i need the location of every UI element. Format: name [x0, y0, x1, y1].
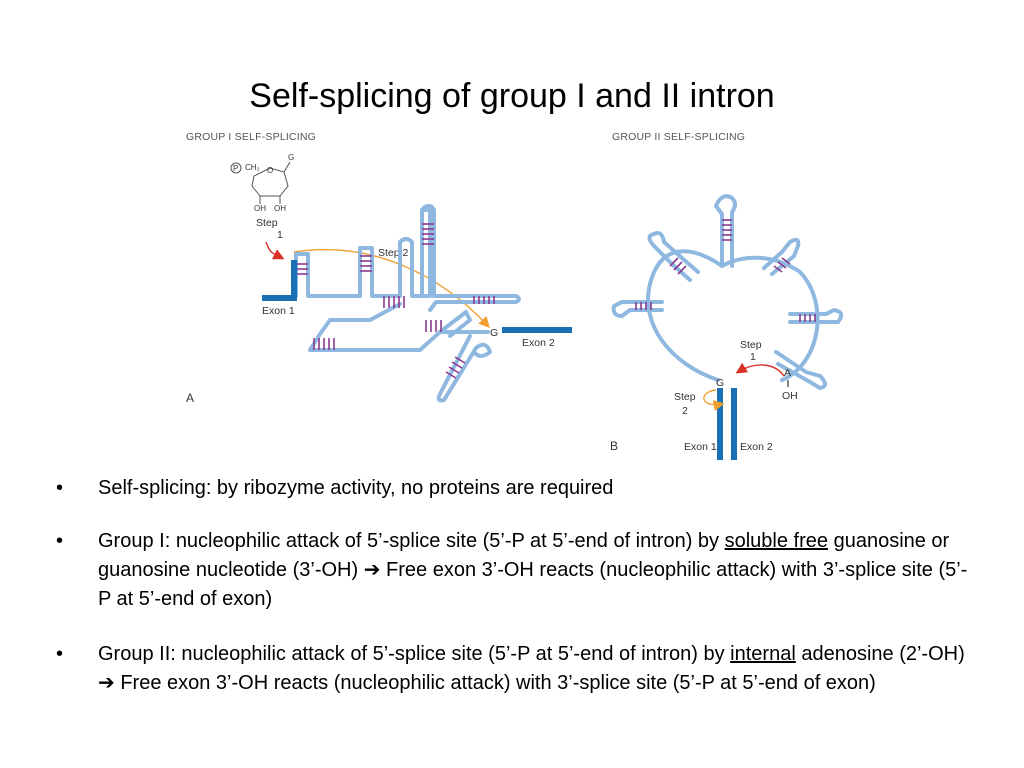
g2-step2-number: 2 [682, 405, 688, 417]
g2-a-site-label: A [784, 367, 791, 379]
panel-b-label: B [610, 439, 618, 453]
g1-hairpin-stem [420, 206, 436, 296]
arrow-icon: ➔ [363, 559, 381, 581]
g2-step2-arrow [703, 389, 725, 412]
bullet-text: Free exon 3’-OH reacts (nucleophilic att… [98, 559, 968, 610]
bullet-text: Free exon 3’-OH reacts (nucleophilic att… [114, 672, 876, 694]
ring-oxygen-label: O [267, 166, 273, 175]
oh-left-label: OH [254, 204, 266, 213]
g1-exon2-label: Exon 2 [522, 337, 555, 349]
arrow-icon: ➔ [98, 672, 115, 694]
bullet-text: guanosine or guanosine nucleotide (3’-OH… [98, 530, 950, 581]
g2-exon2-label: Exon 2 [740, 441, 773, 453]
bullet-item: Self-splicing: by ribozyme activity, no … [56, 474, 976, 503]
guanine-label: G [288, 153, 294, 162]
g1-step1-arrow [265, 241, 285, 260]
panel-a-label: A [186, 391, 194, 405]
bullet-item: Group II: nucleophilic attack of 5’-spli… [56, 640, 976, 698]
phosphate-label: P [233, 164, 238, 173]
g1-step2-label: Step 2 [378, 247, 409, 259]
g2-exon1-label: Exon 1 [684, 441, 717, 453]
g2-step1-label: Step [740, 339, 762, 351]
oh-right-label: OH [274, 204, 286, 213]
g2-step1-number: 1 [750, 351, 756, 363]
group1-basepairs [296, 223, 495, 379]
group2-basepairs [635, 219, 816, 322]
bullet-text: Group I: nucleophilic attack of 5’-splic… [98, 530, 725, 552]
bullet-list: Self-splicing: by ribozyme activity, no … [56, 474, 976, 724]
group2-heading: GROUP II SELF-SPLICING [612, 131, 745, 143]
g1-step1-number: 1 [277, 229, 283, 241]
underlined-term: internal [730, 643, 796, 665]
g1-exon1-label: Exon 1 [262, 305, 295, 317]
group1-panel: GROUP I SELF-SPLICING P CH₂ O G OH OH St… [186, 131, 572, 405]
g1-step2-arrow [293, 248, 490, 329]
g2-step2-label: Step [674, 391, 696, 403]
group1-heading: GROUP I SELF-SPLICING [186, 131, 316, 143]
g2-oh-label: OH [782, 390, 798, 402]
group2-rna [611, 194, 844, 390]
g1-g-site-label: G [490, 327, 498, 339]
splicing-figure: GROUP I SELF-SPLICING P CH₂ O G OH OH St… [170, 124, 860, 460]
ch2-label: CH₂ [245, 163, 260, 172]
slide-title: Self-splicing of group I and II intron [249, 77, 775, 115]
bullet-text: adenosine (2’-OH) [795, 643, 965, 665]
bullet-item: Group I: nucleophilic attack of 5’-splic… [56, 527, 976, 614]
guanosine-structure: P CH₂ O G OH OH [230, 153, 294, 213]
group1-rna [294, 204, 521, 403]
g1-step1-label: Step [256, 217, 278, 229]
g2-step1-arrow [735, 362, 785, 377]
group2-panel: GROUP II SELF-SPLICING [610, 131, 844, 460]
g2-g-site-label: G [716, 377, 724, 389]
underlined-term: soluble free [724, 530, 829, 552]
bullet-text: Self-splicing: by ribozyme activity, no … [98, 477, 614, 499]
g1-exon1 [262, 260, 297, 301]
bullet-text: Group II: nucleophilic attack of 5’-spli… [98, 643, 731, 665]
splicing-diagram: GROUP I SELF-SPLICING P CH₂ O G OH OH St… [186, 131, 844, 460]
